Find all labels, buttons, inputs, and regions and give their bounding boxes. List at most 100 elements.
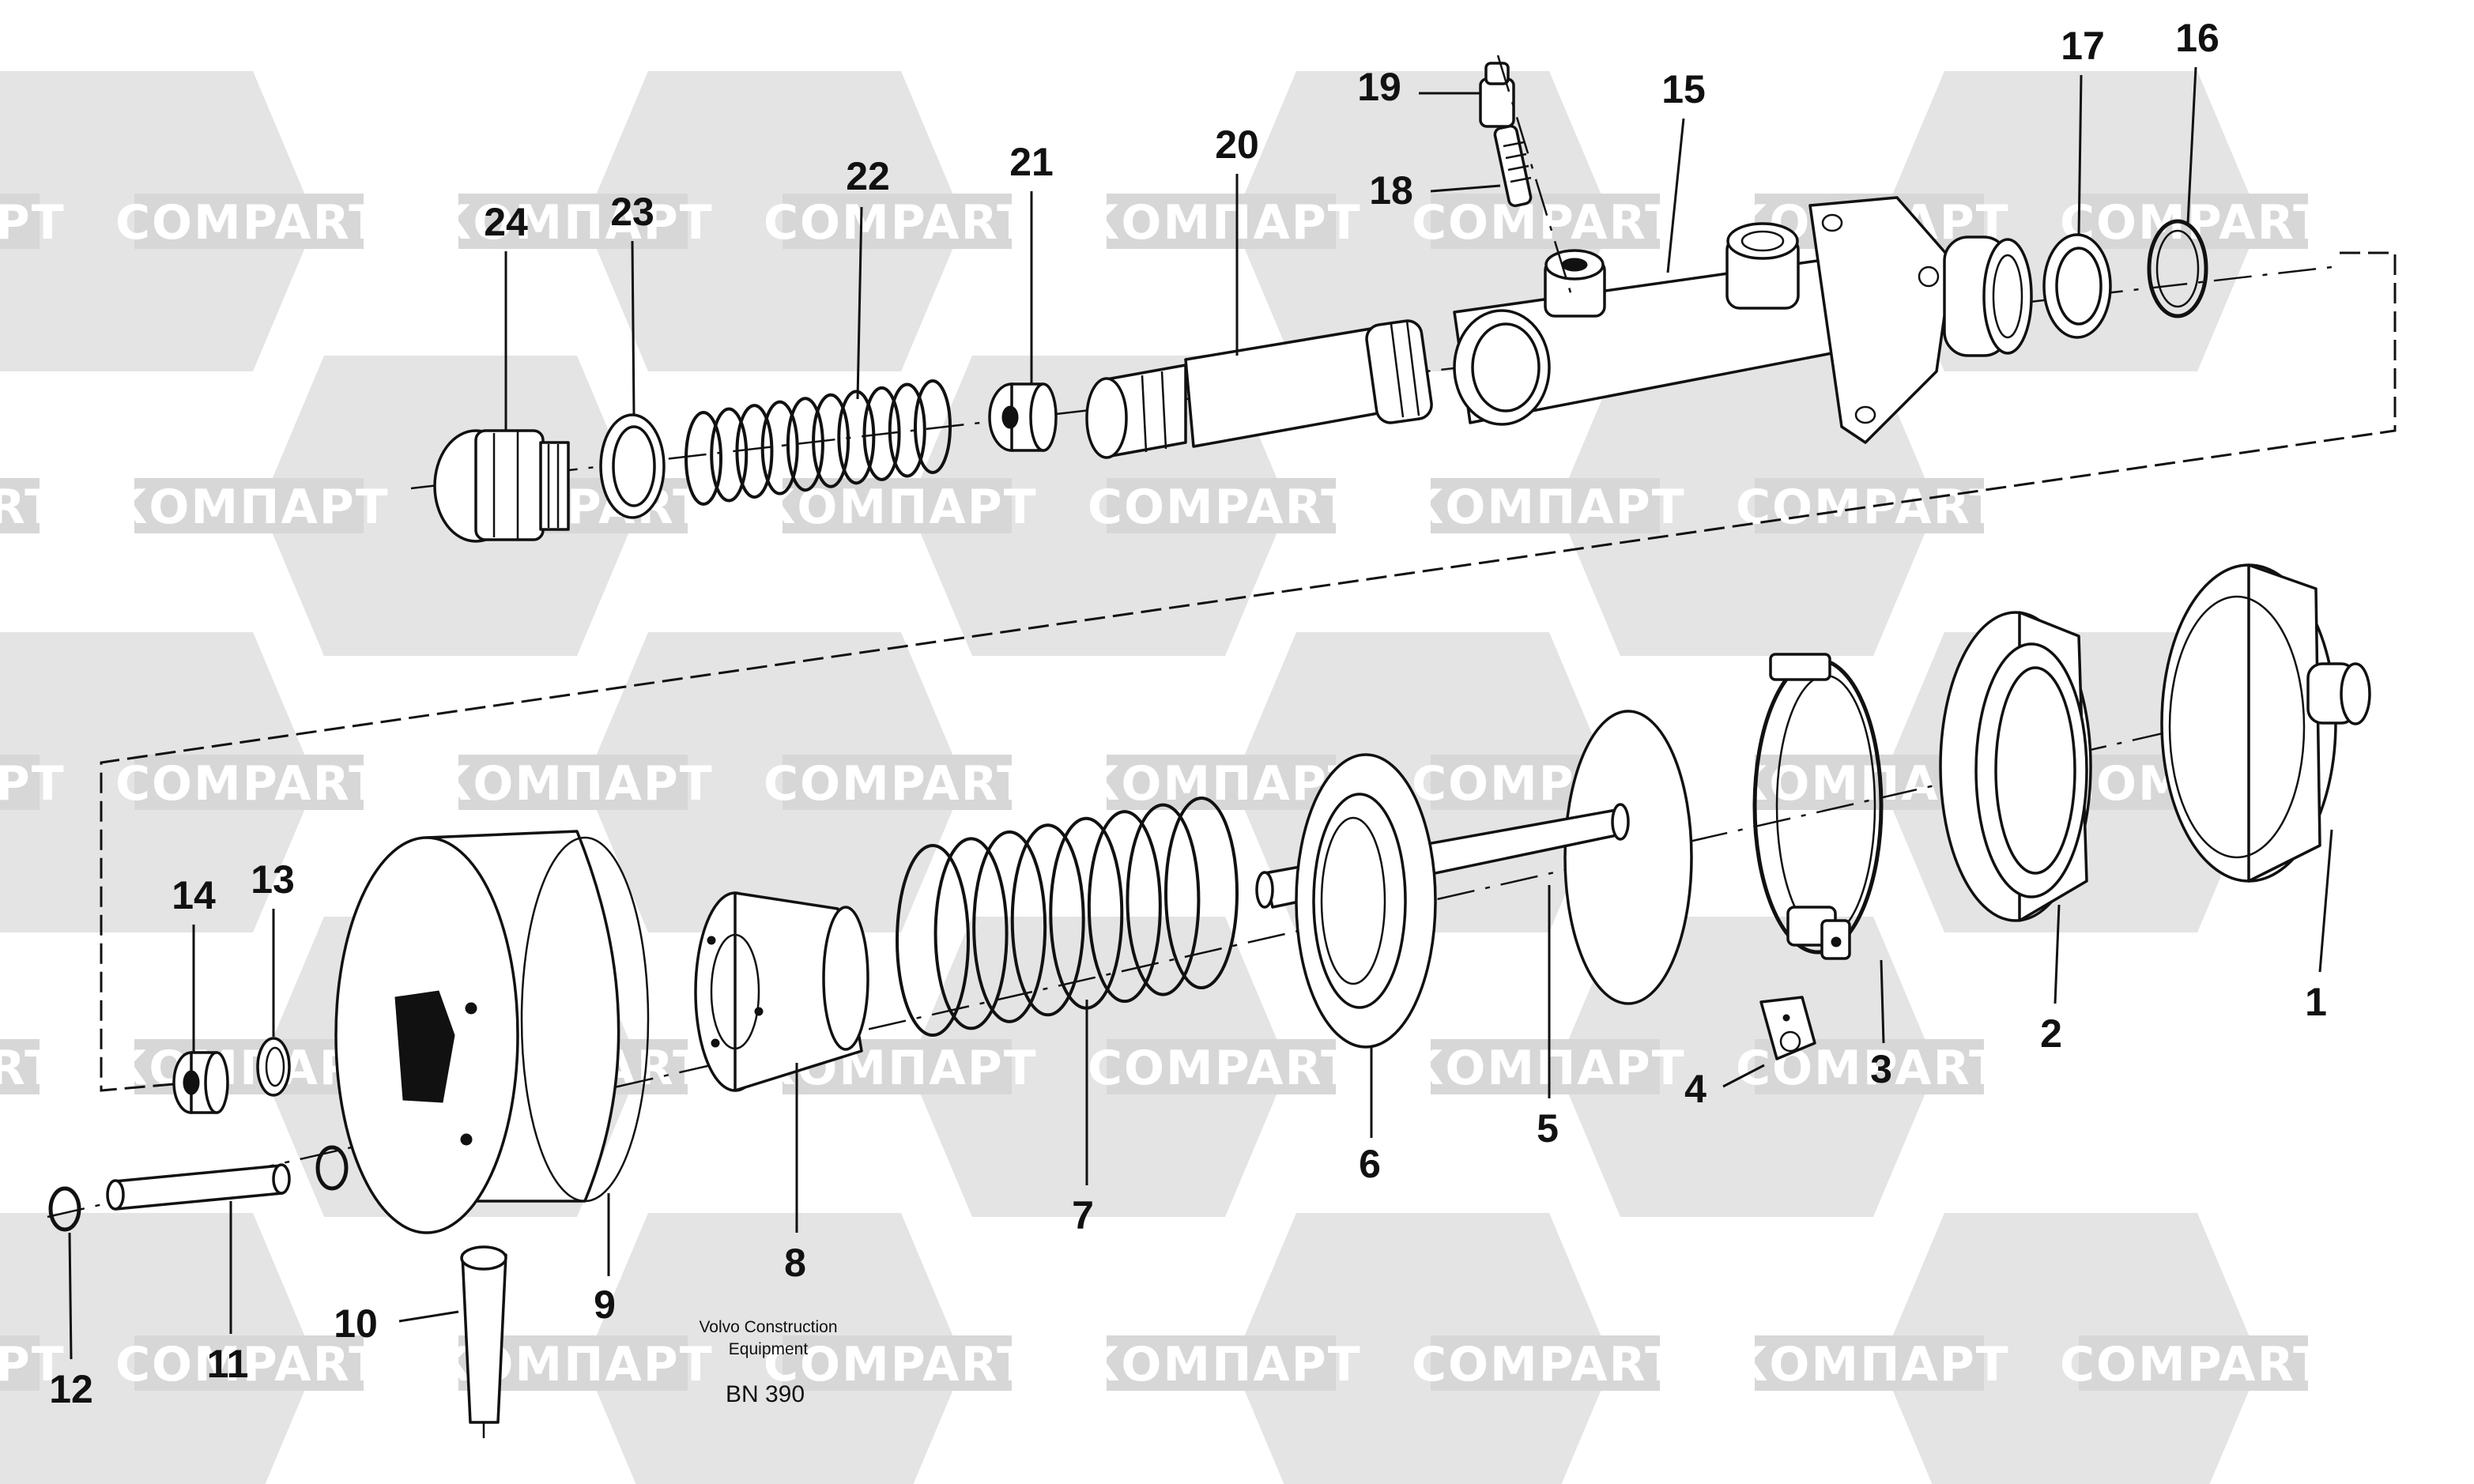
watermark-tile: КОМПАРТ COMPART (0, 1213, 383, 1484)
callout-16: 16 (2175, 16, 2219, 60)
part-17-snap-ring (2042, 233, 2112, 339)
part-6-seal-ring (1295, 753, 1437, 1049)
watermark-cyrillic: КОМПАРТ (432, 195, 713, 250)
callout-8: 8 (784, 1241, 806, 1285)
callout-22: 22 (846, 154, 890, 198)
callout-5: 5 (1537, 1106, 1559, 1151)
callout-23: 23 (610, 190, 654, 234)
callout-2: 2 (2040, 1011, 2062, 1056)
part-2-diaphragm (1939, 611, 2092, 922)
part-22-spring (684, 379, 952, 506)
watermark-cyrillic: КОМПАРТ (1729, 1337, 2009, 1392)
part-8-spring-seat (694, 891, 869, 1092)
watermark-tile: КОМПАРТ COMPART (432, 632, 1031, 932)
callout-1: 1 (2305, 980, 2327, 1024)
callout-13: 13 (251, 857, 295, 902)
watermark-latin: COMPART (0, 1041, 58, 1096)
watermark-latin: COMPART (764, 756, 1031, 812)
callout-leader-2 (2053, 904, 2061, 1004)
watermark-latin: COMPART (764, 1337, 1031, 1392)
watermark-tile: КОМПАРТ COMPART (1729, 1213, 2327, 1484)
watermark-cyrillic: КОМПАРТ (1080, 195, 1361, 250)
callout-10: 10 (334, 1301, 378, 1346)
watermark-cyrillic: КОМПАРТ (1405, 480, 1685, 535)
callout-7: 7 (1072, 1193, 1094, 1237)
part-11-pin (106, 1163, 291, 1211)
callout-21: 21 (1009, 140, 1054, 184)
watermark-cyrillic: КОМПАРТ (0, 195, 66, 250)
watermark-tile: КОМПАРТ COMPART (1080, 1213, 1679, 1484)
watermark-latin: COMPART (115, 195, 383, 250)
callout-6: 6 (1359, 1142, 1381, 1186)
connector-frame (100, 251, 2397, 1092)
callout-4: 4 (1684, 1067, 1707, 1111)
part-16-circlip (2147, 219, 2208, 318)
watermark-latin: COMPART (1736, 480, 2003, 535)
watermark-latin: COMPART (115, 756, 383, 812)
watermark-tile: КОМПАРТ COMPART (0, 632, 383, 932)
watermark-cyrillic: КОМПАРТ (0, 756, 66, 812)
part-10-boot (460, 1245, 507, 1438)
watermark-tile: КОМПАРТ COMPART (432, 71, 1031, 371)
watermark-tile: КОМПАРТ COMPART (0, 71, 383, 371)
upper-assembly (410, 55, 2333, 543)
callout-3: 3 (1870, 1047, 1892, 1091)
watermark-latin: COMPART (1412, 1337, 1679, 1392)
watermark-cyrillic: КОМПАРТ (432, 756, 713, 812)
callout-leader-1 (2318, 829, 2333, 973)
part-12-circlip (48, 1145, 349, 1232)
callout-leader-22 (856, 206, 863, 400)
part-7-return-spring (896, 797, 1239, 1037)
callout-17: 17 (2061, 24, 2105, 68)
part-9-housing (334, 830, 650, 1234)
watermark-latin: COMPART (1088, 480, 1355, 535)
callout-leader-3 (1880, 959, 1885, 1044)
callout-18: 18 (1369, 168, 1413, 213)
watermark-latin: COMPART (764, 195, 1031, 250)
callout-9: 9 (594, 1282, 616, 1327)
watermark-latin: COMPART (1088, 1041, 1355, 1096)
callout-leader-17 (2077, 74, 2083, 236)
watermark-tile: КОМПАРТ COMPART (1405, 356, 2003, 656)
callout-14: 14 (172, 873, 216, 917)
callout-20: 20 (1215, 122, 1259, 167)
part-21-seal-cup (988, 382, 1058, 452)
watermark-cyrillic: КОМПАРТ (1080, 1337, 1361, 1392)
part-23-gasket (599, 413, 666, 519)
callout-leader-12 (68, 1232, 73, 1360)
watermark-latin: COMPART (2060, 1337, 2327, 1392)
watermark-cyrillic: КОМПАРТ (108, 480, 389, 535)
callout-leader-10 (398, 1310, 459, 1323)
callout-leader-4 (1722, 1064, 1765, 1088)
watermark-cyrillic: КОМПАРТ (0, 1337, 66, 1392)
callout-11: 11 (207, 1342, 249, 1386)
caption-line-2: Equipment (729, 1340, 809, 1358)
callout-leader-18 (1430, 184, 1501, 193)
part-13-washer (256, 1037, 291, 1097)
watermark-cyrillic: КОМПАРТ (1405, 1041, 1685, 1096)
part-15-cylinder-body (1453, 196, 2033, 444)
callout-15: 15 (1661, 67, 1706, 111)
callout-leader-23 (631, 240, 635, 416)
part-24-plug (433, 429, 570, 543)
callout-leader-16 (2186, 66, 2197, 224)
lower-assembly (47, 563, 2371, 1438)
part-14-sleeve (172, 1051, 229, 1114)
part-4-clip (1759, 996, 1816, 1060)
watermark-latin: COMPART (115, 1337, 383, 1392)
callout-12: 12 (49, 1367, 93, 1411)
watermark-latin: COMPART (1412, 195, 1679, 250)
caption-code: BN 390 (726, 1381, 805, 1407)
part-20-piston (1085, 319, 1433, 459)
part-1-diaphragm-cup (2160, 563, 2371, 883)
watermark-latin: COMPART (0, 480, 58, 535)
part-3-clamp-ring (1752, 653, 1884, 960)
caption-line-1: Volvo Construction (699, 1318, 837, 1336)
part-18-19-bleeder (1479, 55, 1575, 301)
caption-block: Volvo Construction Equipment BN 390 (699, 1318, 837, 1407)
